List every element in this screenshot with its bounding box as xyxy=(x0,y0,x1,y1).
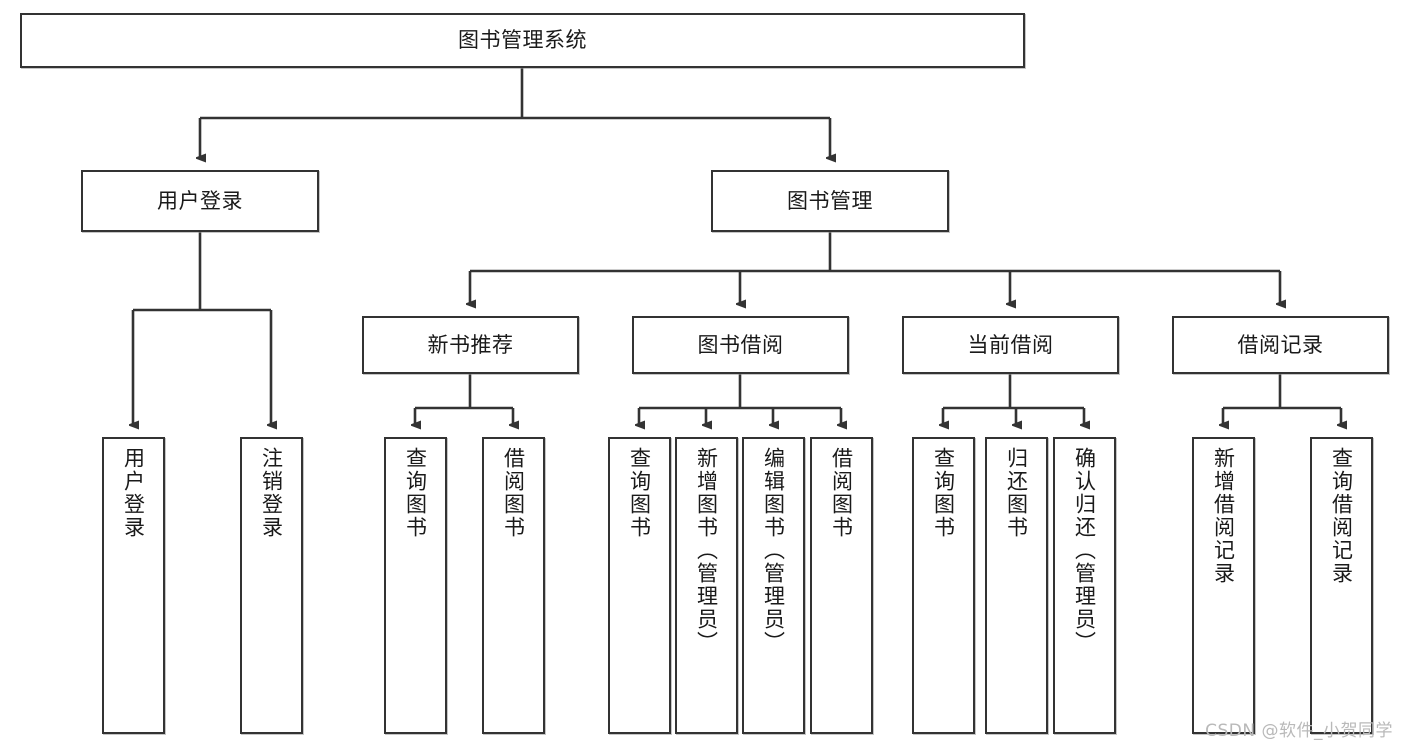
node-leaf-rec-query[interactable]: 查询图书 xyxy=(384,437,447,734)
node-root[interactable]: 图书管理系统 xyxy=(20,13,1025,68)
node-leaf-cur-return-label: 归还图书 xyxy=(1004,447,1029,539)
node-leaf-rec-borrow[interactable]: 借阅图书 xyxy=(482,437,545,734)
node-leaf-cur-query-label: 查询图书 xyxy=(931,447,956,539)
node-current-borrow[interactable]: 当前借阅 xyxy=(902,316,1119,374)
node-leaf-borrow-lend-label: 借阅图书 xyxy=(829,447,854,539)
node-leaf-user-login-label: 用户登录 xyxy=(121,447,146,539)
node-book-borrow-label: 图书借阅 xyxy=(697,332,784,357)
node-leaf-borrow-add[interactable]: 新增图书（管理员） xyxy=(675,437,738,734)
node-leaf-user-login[interactable]: 用户登录 xyxy=(102,437,165,734)
node-leaf-borrow-edit[interactable]: 编辑图书（管理员） xyxy=(742,437,805,734)
node-leaf-rec-search[interactable]: 查询借阅记录 xyxy=(1310,437,1373,734)
node-leaf-cur-confirm[interactable]: 确认归还（管理员） xyxy=(1053,437,1116,734)
node-leaf-rec-borrow-label: 借阅图书 xyxy=(501,447,526,539)
node-leaf-user-logout[interactable]: 注销登录 xyxy=(240,437,303,734)
node-book-manage[interactable]: 图书管理 xyxy=(711,170,949,232)
node-leaf-borrow-query[interactable]: 查询图书 xyxy=(608,437,671,734)
node-leaf-borrow-lend[interactable]: 借阅图书 xyxy=(810,437,873,734)
node-leaf-rec-add-label: 新增借阅记录 xyxy=(1211,447,1236,585)
node-leaf-cur-confirm-label: 确认归还（管理员） xyxy=(1072,447,1097,654)
watermark-text: CSDN @软件_小贺同学 xyxy=(1205,721,1393,741)
node-borrow-record-label: 借阅记录 xyxy=(1237,332,1324,357)
node-user-login-label: 用户登录 xyxy=(157,188,243,213)
node-new-book-rec[interactable]: 新书推荐 xyxy=(362,316,579,374)
node-book-borrow[interactable]: 图书借阅 xyxy=(632,316,849,374)
node-leaf-borrow-edit-label: 编辑图书（管理员） xyxy=(761,447,786,654)
node-leaf-borrow-add-label: 新增图书（管理员） xyxy=(694,447,719,654)
node-leaf-cur-return[interactable]: 归还图书 xyxy=(985,437,1048,734)
node-leaf-borrow-query-label: 查询图书 xyxy=(627,447,652,539)
node-book-manage-label: 图书管理 xyxy=(787,188,873,213)
node-leaf-cur-query[interactable]: 查询图书 xyxy=(912,437,975,734)
node-leaf-rec-add[interactable]: 新增借阅记录 xyxy=(1192,437,1255,734)
node-current-borrow-label: 当前借阅 xyxy=(967,332,1054,357)
node-new-book-rec-label: 新书推荐 xyxy=(427,332,514,357)
node-leaf-rec-query-label: 查询图书 xyxy=(403,447,428,539)
node-leaf-rec-search-label: 查询借阅记录 xyxy=(1329,447,1354,585)
node-leaf-user-logout-label: 注销登录 xyxy=(259,447,284,539)
node-user-login[interactable]: 用户登录 xyxy=(81,170,319,232)
node-borrow-record[interactable]: 借阅记录 xyxy=(1172,316,1389,374)
node-root-label: 图书管理系统 xyxy=(458,28,587,53)
